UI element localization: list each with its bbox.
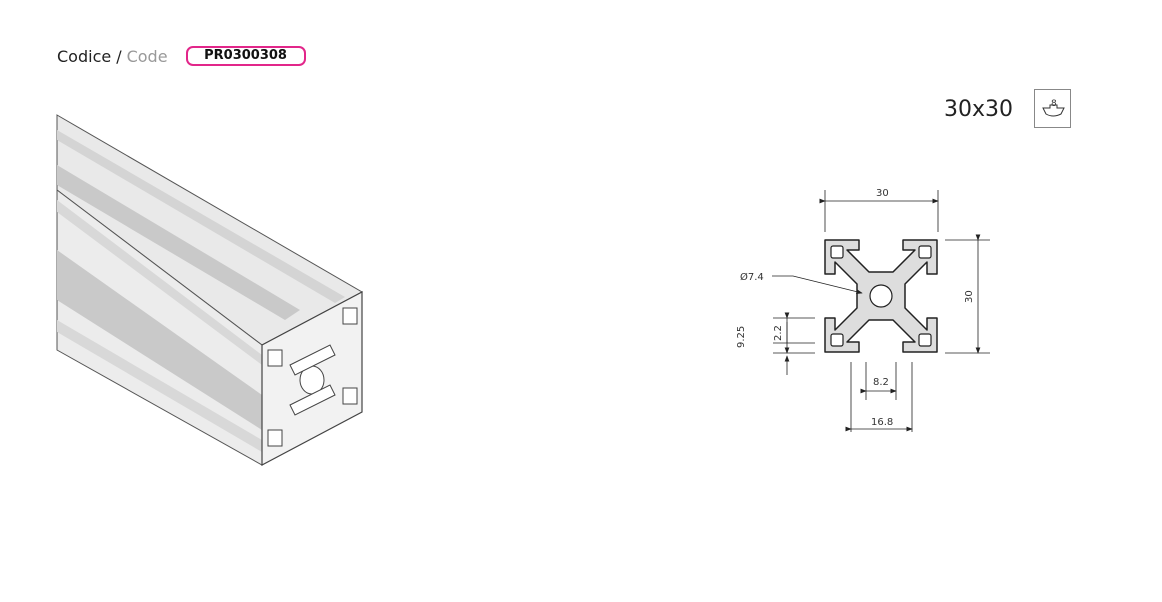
slot-8-icon: 8 bbox=[1034, 89, 1071, 128]
code-label-it: Codice bbox=[57, 46, 112, 66]
dim-lip: 2.2 bbox=[773, 325, 784, 341]
code-label-en: Code bbox=[126, 46, 168, 66]
code-separator: / bbox=[116, 46, 122, 66]
dim-height: 30 bbox=[964, 290, 975, 303]
profile-size: 30x30 bbox=[944, 97, 1014, 122]
code-badge: PR0300308 bbox=[185, 46, 306, 66]
dim-width: 30 bbox=[876, 188, 889, 199]
dim-bore: Ø7.4 bbox=[740, 271, 764, 283]
code-line: Codice / Code PR0300308 bbox=[57, 46, 306, 66]
dim-slot-outer: 16.8 bbox=[871, 417, 893, 428]
dim-slot: 8.2 bbox=[873, 377, 889, 388]
slot-number: 8 bbox=[1051, 99, 1057, 109]
dim-offset: 9.25 bbox=[736, 326, 747, 348]
